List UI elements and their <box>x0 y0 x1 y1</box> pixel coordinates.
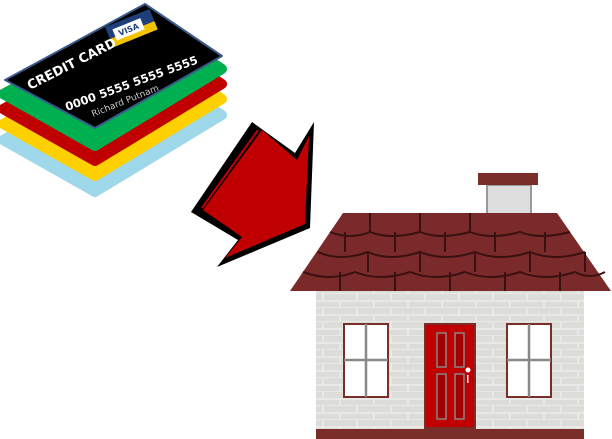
door-knob <box>465 367 471 373</box>
roof <box>290 213 611 291</box>
arrow-down-left-icon <box>191 122 314 267</box>
house <box>290 173 611 439</box>
window-left <box>343 323 389 398</box>
window-right <box>506 323 552 398</box>
credit-card-stack: VISA CREDIT CARD 0000 5555 5555 5555 Ric… <box>0 3 227 197</box>
front-door <box>424 323 476 429</box>
house-base <box>316 429 584 439</box>
card-logo: VISA <box>104 9 158 48</box>
